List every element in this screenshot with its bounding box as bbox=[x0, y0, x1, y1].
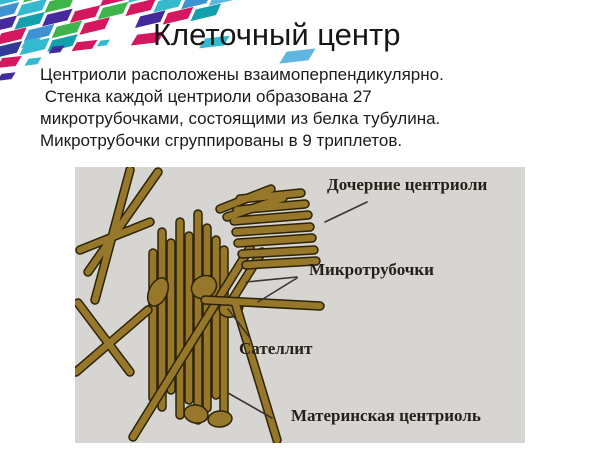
label-mother-centriole: Материнская центриоль bbox=[291, 406, 481, 425]
decor-tile bbox=[71, 39, 98, 52]
body-paragraph: Центриоли расположены взаимоперпендикуля… bbox=[40, 64, 560, 152]
body-line: Стенка каждой центриоли образована 27 bbox=[40, 87, 372, 106]
body-line: микротрубочками, состоящими из белка туб… bbox=[40, 109, 441, 128]
centriole-illustration bbox=[75, 167, 525, 443]
label-satellite: Сателлит bbox=[239, 339, 313, 358]
body-line: Центриоли расположены взаимоперпендикуля… bbox=[40, 65, 444, 84]
decor-tile bbox=[24, 57, 42, 66]
body-line: Микротрубочки сгруппированы в 9 триплето… bbox=[40, 131, 403, 150]
label-microtubules: Микротрубочки bbox=[309, 260, 434, 279]
decor-tile bbox=[48, 45, 65, 54]
decor-tile bbox=[0, 55, 22, 69]
decor-tile bbox=[96, 39, 111, 47]
centriole-figure: Дочерние центриоли Микротрубочки Сателли… bbox=[75, 167, 525, 443]
decor-tile bbox=[0, 72, 16, 81]
page-title: Клеточный центр bbox=[153, 17, 401, 52]
label-daughter-centrioles: Дочерние центриоли bbox=[327, 175, 488, 194]
decor-tile bbox=[21, 38, 41, 48]
